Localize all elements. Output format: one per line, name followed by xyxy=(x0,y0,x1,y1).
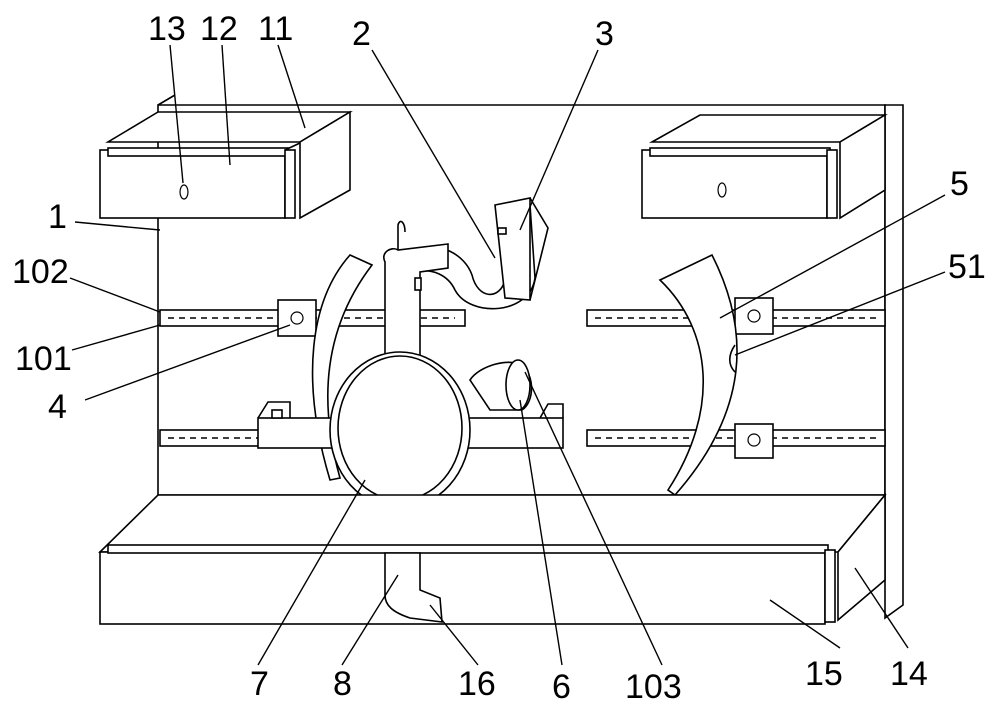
drawer-knob-left xyxy=(179,184,189,200)
label-1: 1 xyxy=(48,198,67,236)
label-14: 14 xyxy=(890,655,928,693)
label-6: 6 xyxy=(552,668,571,706)
drawer-box-right xyxy=(641,113,888,220)
slider-block-upper-right xyxy=(734,297,774,335)
label-101: 101 xyxy=(15,340,72,378)
label-2: 2 xyxy=(352,15,371,53)
slider-block-upper-left xyxy=(277,299,317,337)
label-11: 11 xyxy=(258,10,293,48)
label-103: 103 xyxy=(625,668,682,706)
vertical-column xyxy=(383,220,449,371)
label-8: 8 xyxy=(333,665,352,703)
flexible-arm xyxy=(411,197,549,310)
leader-lines xyxy=(69,44,946,666)
roller-6 xyxy=(469,359,533,411)
slider-block-lower-right xyxy=(734,423,774,459)
label-102: 102 xyxy=(12,253,69,291)
label-7: 7 xyxy=(250,665,269,703)
label-5: 5 xyxy=(950,165,969,203)
label-12: 12 xyxy=(200,10,238,48)
label-16: 16 xyxy=(458,665,496,703)
label-3: 3 xyxy=(595,15,614,53)
label-4: 4 xyxy=(48,388,67,426)
label-51: 51 xyxy=(948,248,986,286)
label-15: 15 xyxy=(805,655,843,693)
label-13: 13 xyxy=(148,10,186,48)
center-disk xyxy=(329,351,471,509)
base-platform xyxy=(98,492,887,625)
drawer-box-left xyxy=(99,110,353,220)
drawer-knob-right xyxy=(717,182,727,198)
